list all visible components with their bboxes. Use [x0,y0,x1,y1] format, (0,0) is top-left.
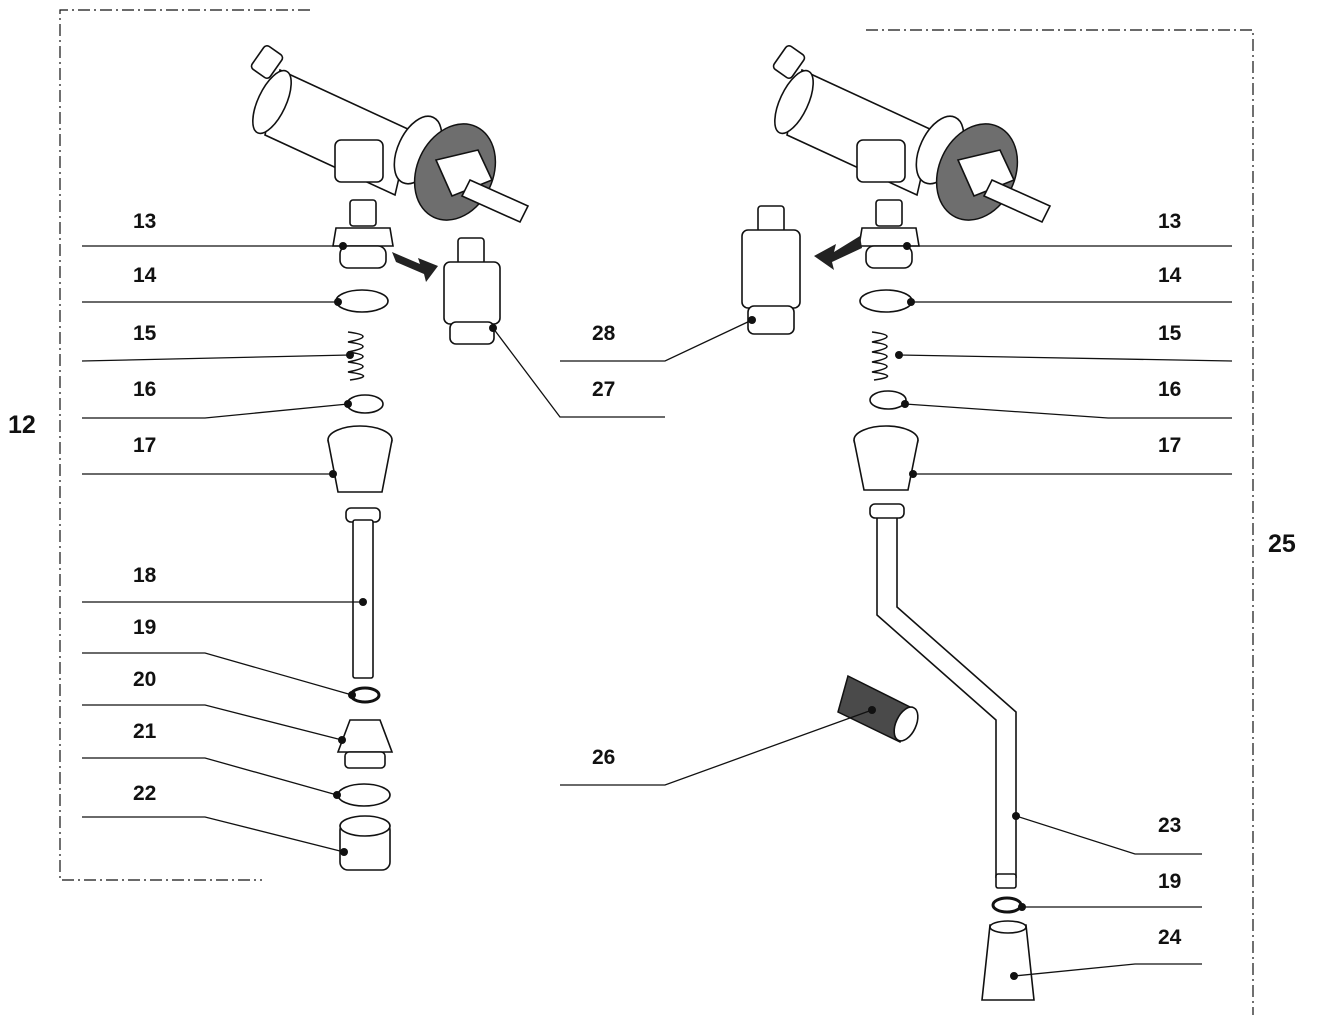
right-part-15-spring [871,331,889,381]
left-part-18-tube [345,507,381,679]
right-part-26-sleeve [837,674,919,744]
left-label-20: 20 [133,668,156,691]
right-label-17: 17 [1158,434,1181,457]
left-part-22-cap [339,815,391,871]
left-part-13-fitting [332,199,394,269]
left-label-17: 17 [133,434,156,457]
right-part-14-washer [859,289,913,313]
right-label-19: 19 [1158,870,1181,893]
left-label-22: 22 [133,782,156,805]
left-part-20-nozzle [336,719,394,769]
right-part-19-oring [991,896,1023,914]
right-label-15: 15 [1158,322,1182,345]
right-part-24-tip [981,920,1035,1001]
left-label-14: 14 [133,264,157,287]
right-part-17-cone [853,425,919,491]
right-label-23: 23 [1158,814,1181,837]
right-valve-body [772,44,1052,224]
center-label-26: 26 [592,746,615,769]
left-callouts: 13 14 15 16 17 18 19 20 21 22 27 [81,210,665,856]
left-label-21: 21 [133,720,157,743]
left-part-16-seal [346,394,384,414]
group-label-right: 25 [1268,530,1296,558]
left-label-18: 18 [133,564,157,587]
right-callouts: 13 14 15 16 17 23 19 24 28 26 [560,210,1233,980]
left-label-16: 16 [133,378,156,401]
right-part-13-fitting [858,199,920,269]
right-assembly-frame [866,29,1254,1015]
left-label-15: 15 [133,322,157,345]
right-swap-arrow-icon [814,236,862,270]
left-label-13: 13 [133,210,156,233]
left-assembly-frame [59,9,310,881]
right-label-24: 24 [1158,926,1182,949]
center-label-27: 27 [592,378,615,401]
right-part-23-bent-tube [869,503,1017,889]
right-part-28-adapter [741,205,801,335]
left-part-21-washer [337,783,391,807]
left-part-17-cone [327,425,393,493]
center-label-28: 28 [592,322,616,345]
left-part-27-adapter [443,237,501,345]
left-valve-body [250,44,530,224]
right-label-13: 13 [1158,210,1181,233]
group-label-left: 12 [8,411,36,439]
right-label-14: 14 [1158,264,1182,287]
left-part-15-spring [347,331,365,381]
left-part-14-washer [335,289,389,313]
right-label-16: 16 [1158,378,1181,401]
left-label-19: 19 [133,616,156,639]
left-swap-arrow-icon [392,252,438,282]
right-part-16-seal [869,390,907,410]
